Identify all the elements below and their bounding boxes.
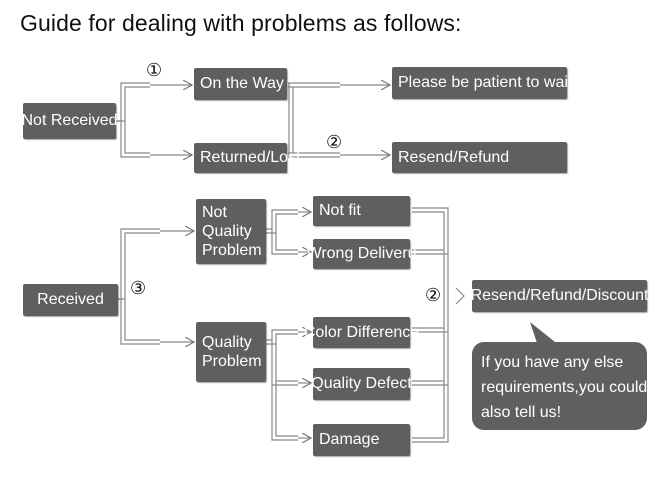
- page-title: Guide for dealing with problems as follo…: [20, 10, 462, 36]
- node-on-the-way: On the Way: [194, 68, 287, 100]
- node-not-received: Not Received: [21, 103, 118, 139]
- node-quality-problem: Quality Problem: [196, 322, 266, 382]
- note-bubble: If you have any else requirements,you co…: [472, 342, 647, 430]
- node-resend-refund-discount: Resend/Refund/Discount: [471, 280, 648, 312]
- node-quality-line-1: Quality: [202, 334, 252, 351]
- node-resend-refund: Resend/Refund: [392, 142, 567, 173]
- step-one-marker: ①: [146, 60, 163, 80]
- node-please-wait: Please be patient to wait: [392, 67, 572, 99]
- note-line-1: If you have any else: [481, 354, 624, 371]
- node-wrong-delivery: Wrong Deliveru: [307, 239, 416, 269]
- step-two-marker-lower: ②: [425, 285, 442, 305]
- node-received: Received: [23, 284, 118, 316]
- node-not-fit: Not fit: [313, 196, 410, 226]
- node-not-quality-problem: Not Quality Problem: [196, 199, 266, 264]
- node-returned-lost: Returned/Lost: [194, 143, 301, 173]
- node-not-quality-line-3: Problem: [202, 242, 262, 259]
- step-three-marker: ③: [130, 278, 147, 298]
- note-line-3: also tell us!: [481, 404, 562, 421]
- step-two-marker: ②: [326, 132, 343, 152]
- note-line-2: requirements,you could: [481, 379, 648, 396]
- node-quality-defect: Quality Defect: [311, 368, 412, 400]
- node-damage: Damage: [313, 424, 410, 456]
- node-not-quality-line-2: Quality: [202, 223, 252, 240]
- node-color-difference: Color Difference: [304, 317, 419, 348]
- node-quality-line-2: Problem: [202, 353, 262, 370]
- node-not-quality-line-1: Not: [202, 204, 227, 221]
